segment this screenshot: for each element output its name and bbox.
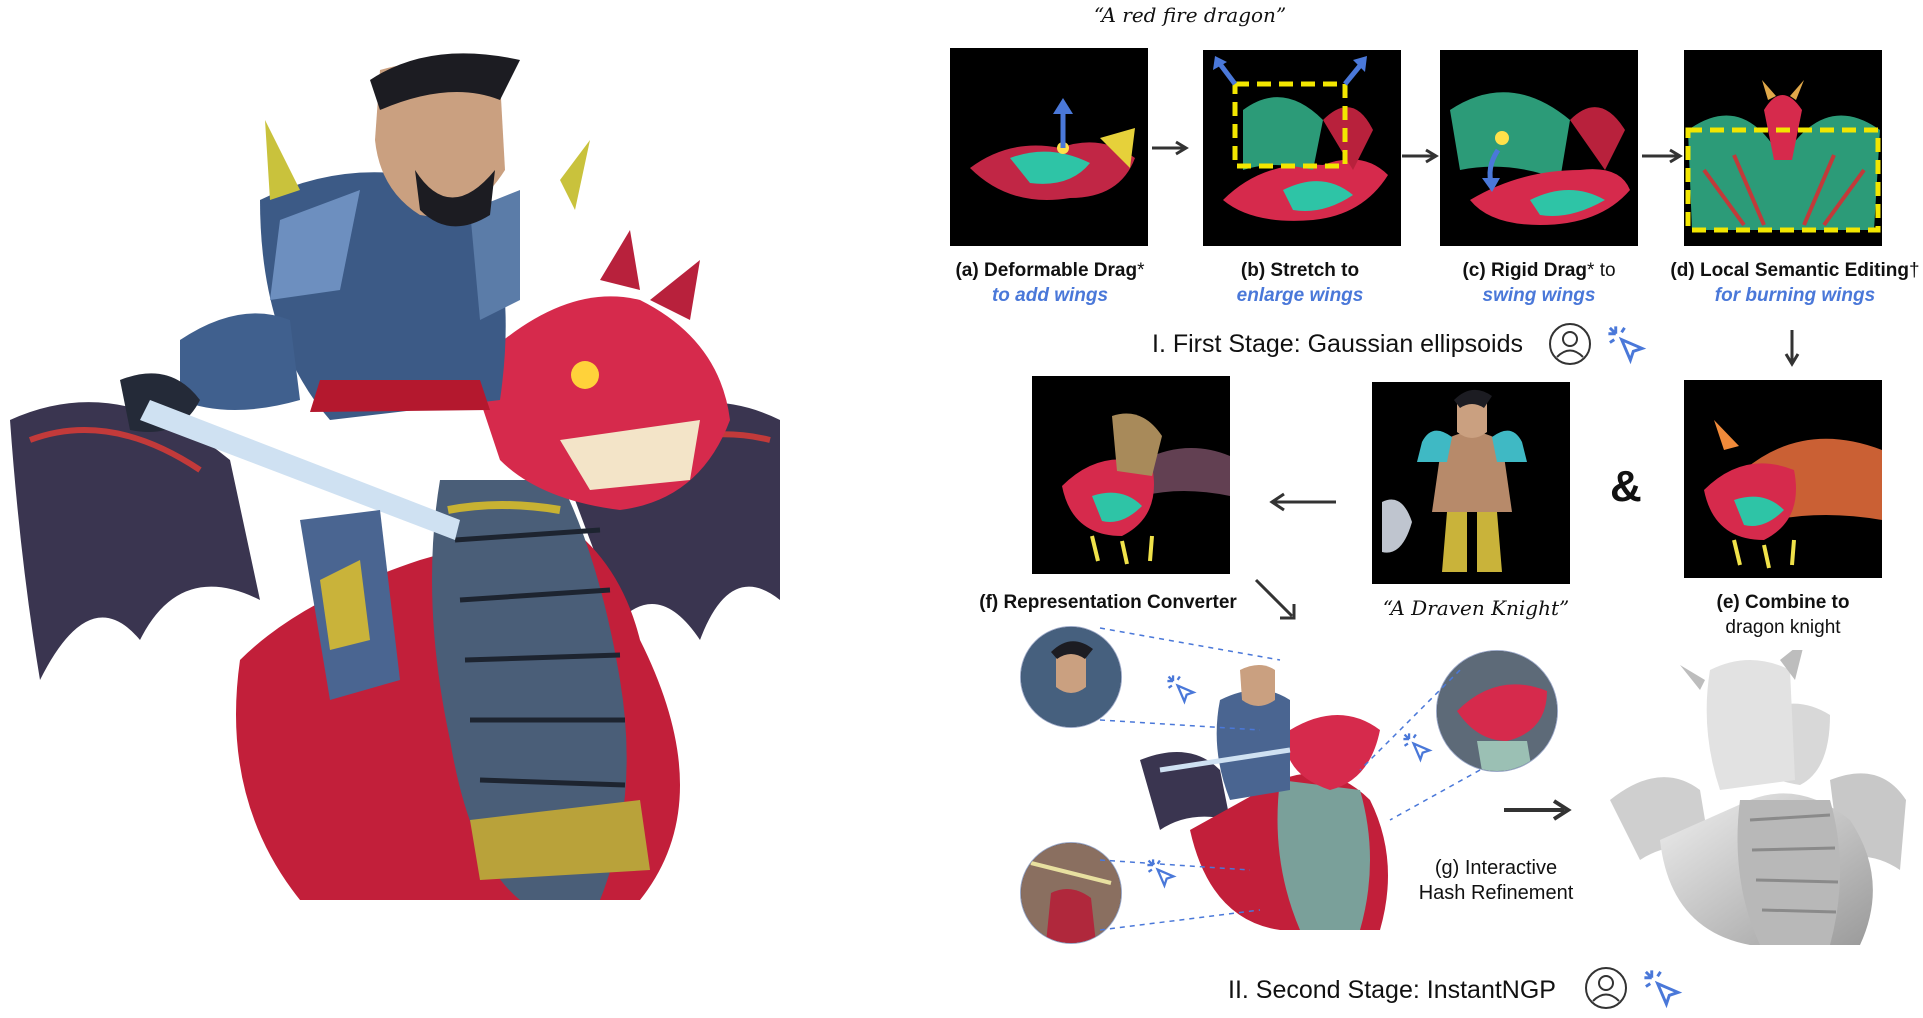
click-cursor-icon [1164,672,1198,711]
click-cursor-icon [1604,322,1648,371]
step-d-mark: † [1909,260,1920,281]
arrow-icon [1784,328,1800,368]
step-a-mark: * [1137,260,1145,281]
step-g-title: (g) Interactive [1434,857,1558,879]
step-c-subtitle: swing wings [1482,285,1596,306]
zoom-circle-dragon-head [1436,650,1558,772]
caption-step-a: (a) Deformable Drag* to add wings [930,258,1170,308]
combine-symbol: & [1610,462,1642,511]
arrow-icon [1266,492,1338,512]
panel-representation-converter [1032,376,1230,574]
caption-step-e: (e) Combine to dragon knight [1670,590,1896,640]
step-e-title: (e) Combine to [1716,592,1850,613]
step-d-subtitle: for burning wings [1714,285,1876,306]
knight-prompt: “A Draven Knight” [1382,596,1570,620]
first-stage-label: I. First Stage: Gaussian ellipsoids [1152,330,1523,358]
step-c-title: (c) Rigid Drag [1462,260,1588,281]
arrow-icon [1400,148,1440,164]
panel-combine [1684,380,1882,578]
dragon-prompt: “A red fire dragon” [1093,3,1287,27]
step-b-title: (b) Stretch to [1240,260,1360,281]
zoom-circle-foot [1020,842,1122,944]
hero-render-dragon-knight [0,40,780,1000]
step-f-title: (f) Representation Converter [979,592,1237,613]
step-a-title: (a) Deformable Drag [955,260,1138,281]
user-icon [1548,322,1592,371]
panel-draven-knight [1372,382,1570,584]
panel-local-semantic-editing [1684,50,1882,246]
second-stage-label: II. Second Stage: InstantNGP [1228,976,1556,1004]
zoom-circle-face [1020,626,1122,728]
caption-step-d: (d) Local Semantic Editing† for burning … [1670,258,1920,308]
click-cursor-icon [1400,730,1434,769]
step-c-mark: * to [1587,260,1616,281]
click-cursor-icon [1640,966,1684,1015]
panel-deformable-drag [950,48,1148,246]
step-g-subtitle: Hash Refinement [1418,882,1574,904]
panel-stretch [1203,50,1401,246]
caption-step-g: (g) Interactive Hash Refinement [1396,856,1596,906]
arrow-icon [1640,148,1684,164]
arrow-icon [1502,798,1574,822]
zoom-connector-lines [1060,620,1560,940]
mesh-render [1600,640,1910,950]
refinement-render [1130,660,1400,940]
click-cursor-icon [1144,856,1178,895]
caption-step-b: (b) Stretch to enlarge wings [1190,258,1410,308]
caption-step-c: (c) Rigid Drag* to swing wings [1428,258,1650,308]
step-d-title: (d) Local Semantic Editing [1670,260,1909,281]
step-a-subtitle: to add wings [991,285,1109,306]
arrow-icon [1150,140,1190,156]
caption-step-f: (f) Representation Converter [958,590,1258,615]
panel-rigid-drag [1440,50,1638,246]
step-b-subtitle: enlarge wings [1236,285,1364,306]
user-icon [1584,966,1628,1015]
arrow-icon [1252,576,1302,626]
step-e-subtitle: dragon knight [1725,617,1841,638]
